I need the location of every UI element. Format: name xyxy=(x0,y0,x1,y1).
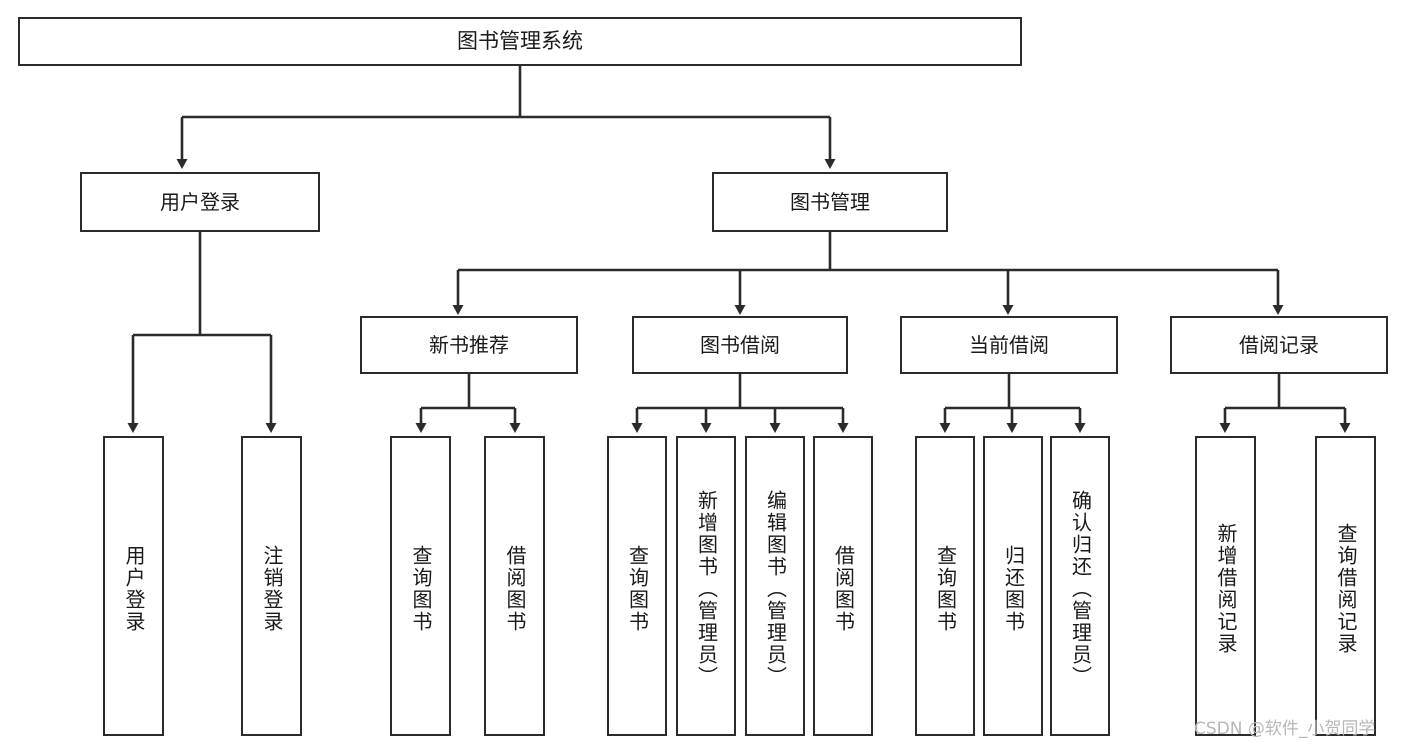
node-label: 归还图书 xyxy=(1001,545,1026,633)
node-label: 图书借阅 xyxy=(700,332,780,357)
leaf-record-query-borrow-record[interactable]: 查询借阅记录 xyxy=(1315,436,1376,736)
leaf-new-book-query[interactable]: 查询图书 xyxy=(390,436,451,736)
node-label: 用户登录 xyxy=(160,189,240,214)
node-label: 新增借阅记录 xyxy=(1214,523,1238,655)
node-root-system[interactable]: 图书管理系统 xyxy=(18,17,1022,66)
node-label: 编辑图书（管理员） xyxy=(763,490,788,688)
node-label: 借阅图书 xyxy=(831,545,856,633)
node-book-borrow[interactable]: 图书借阅 xyxy=(632,316,848,374)
leaf-borrow-add-book-admin[interactable]: 新增图书（管理员） xyxy=(676,436,736,736)
watermark-text: CSDN @软件_小贺同学 xyxy=(1194,719,1376,739)
leaf-borrow-borrow-book[interactable]: 借阅图书 xyxy=(813,436,873,736)
node-label: 新书推荐 xyxy=(429,332,509,357)
leaf-current-return-book[interactable]: 归还图书 xyxy=(983,436,1043,736)
leaf-current-confirm-return-admin[interactable]: 确认归还（管理员） xyxy=(1050,436,1110,736)
node-label: 查询图书 xyxy=(933,545,958,633)
node-label: 图书管理系统 xyxy=(457,29,583,54)
leaf-borrow-query-book[interactable]: 查询图书 xyxy=(607,436,667,736)
node-new-book-recommend[interactable]: 新书推荐 xyxy=(360,316,578,374)
leaf-new-book-borrow[interactable]: 借阅图书 xyxy=(484,436,545,736)
node-label: 确认归还（管理员） xyxy=(1068,490,1093,688)
node-current-borrow[interactable]: 当前借阅 xyxy=(900,316,1118,374)
node-label: 查询借阅记录 xyxy=(1334,523,1358,655)
leaf-user-login[interactable]: 用户登录 xyxy=(103,436,164,736)
node-label: 当前借阅 xyxy=(969,332,1049,357)
node-label: 图书管理 xyxy=(790,189,870,214)
leaf-logout[interactable]: 注销登录 xyxy=(241,436,302,736)
node-label: 用户登录 xyxy=(122,545,146,633)
node-borrow-record[interactable]: 借阅记录 xyxy=(1170,316,1388,374)
node-label: 查询图书 xyxy=(409,545,433,633)
node-label: 借阅图书 xyxy=(503,545,527,633)
node-label: 注销登录 xyxy=(260,545,284,633)
leaf-current-query-book[interactable]: 查询图书 xyxy=(915,436,975,736)
node-label: 新增图书（管理员） xyxy=(694,490,719,688)
node-label: 查询图书 xyxy=(625,545,650,633)
leaf-borrow-edit-book-admin[interactable]: 编辑图书（管理员） xyxy=(745,436,805,736)
node-book-management[interactable]: 图书管理 xyxy=(712,172,948,232)
node-user-login[interactable]: 用户登录 xyxy=(80,172,320,232)
leaf-record-add-borrow-record[interactable]: 新增借阅记录 xyxy=(1195,436,1256,736)
node-label: 借阅记录 xyxy=(1239,332,1319,357)
